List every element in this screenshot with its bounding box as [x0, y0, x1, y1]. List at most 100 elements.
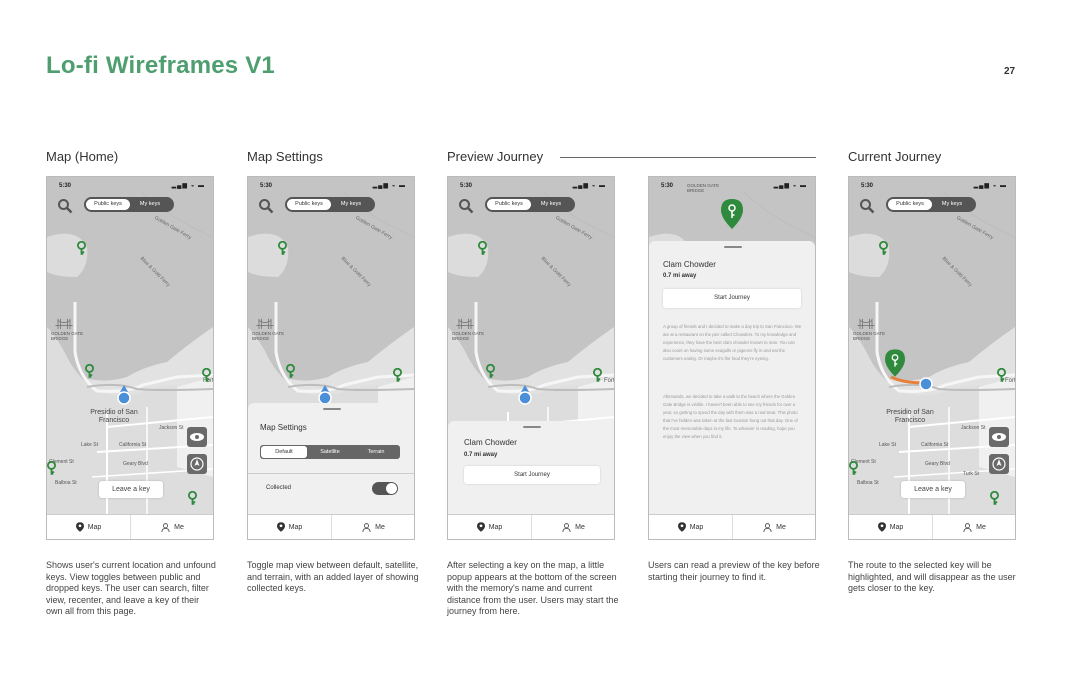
key-pin-icon[interactable]: [990, 491, 999, 506]
sheet-handle[interactable]: [724, 246, 742, 248]
toggle-public-keys[interactable]: Public keys: [487, 199, 531, 210]
compass-icon: [992, 457, 1006, 471]
map-type-terrain[interactable]: Terrain: [367, 449, 385, 455]
recenter-button[interactable]: [989, 454, 1009, 474]
nav-me[interactable]: Me: [130, 515, 213, 539]
selected-key-pin-icon[interactable]: [885, 349, 905, 377]
recenter-button[interactable]: [187, 454, 207, 474]
nav-me[interactable]: Me: [732, 515, 815, 539]
toggle-public-keys[interactable]: Public keys: [888, 199, 932, 210]
nav-me-label: Me: [976, 523, 986, 531]
toggle-public-keys[interactable]: Public keys: [287, 199, 331, 210]
nav-me[interactable]: Me: [531, 515, 614, 539]
phone-map-settings: GOLDEN GATE BRIDGE Golden Gate Ferry Blu…: [247, 176, 415, 540]
description-map-home: Shows user's current location and unfoun…: [46, 560, 216, 616]
current-location-icon: [117, 385, 131, 405]
status-bar: 5:30 ▂▄▆ ◒ ▬: [248, 177, 414, 195]
nav-me-label: Me: [174, 523, 184, 531]
map-label-jackson: Jackson St: [961, 425, 986, 431]
key-type-toggle[interactable]: Public keys My keys: [485, 197, 575, 212]
search-icon[interactable]: [458, 198, 474, 214]
person-icon: [362, 523, 371, 532]
search-icon[interactable]: [57, 198, 73, 214]
map-pin-icon: [477, 522, 485, 532]
key-type-toggle[interactable]: Public keys My keys: [886, 197, 976, 212]
status-icons: ▂▄▆ ◒ ▬: [973, 183, 1007, 189]
key-pin-icon[interactable]: [286, 364, 295, 379]
toggle-my-keys[interactable]: My keys: [139, 201, 161, 207]
map-label-turk: Turk St: [963, 471, 979, 477]
map-label-california: California St: [119, 442, 147, 448]
map-type-selector[interactable]: Default Satellite Terrain: [260, 445, 400, 459]
filter-view-button[interactable]: [989, 427, 1009, 447]
eye-icon: [190, 433, 204, 441]
page-number: 27: [1004, 66, 1016, 77]
person-icon: [562, 523, 571, 532]
nav-map[interactable]: Map: [649, 515, 732, 539]
toggle-my-keys[interactable]: My keys: [941, 201, 963, 207]
leave-key-button[interactable]: Leave a key: [901, 481, 965, 498]
nav-map[interactable]: Map: [47, 515, 130, 539]
key-pin-icon[interactable]: [478, 241, 487, 256]
key-pin-icon[interactable]: [188, 491, 197, 506]
key-type-toggle[interactable]: Public keys My keys: [285, 197, 375, 212]
toggle-my-keys[interactable]: My keys: [540, 201, 562, 207]
filter-view-button[interactable]: [187, 427, 207, 447]
preview-key-name: Clam Chowder: [663, 260, 716, 269]
phone-current-journey: GOLDEN GATE BRIDGE Presidio of San Franc…: [848, 176, 1016, 540]
toggle-my-keys[interactable]: My keys: [340, 201, 362, 207]
key-pin-icon[interactable]: [997, 368, 1006, 383]
map-label-lake: Lake St: [81, 442, 98, 448]
bridge-icon: [55, 317, 73, 329]
map-label-lake: Lake St: [879, 442, 896, 448]
map-type-satellite[interactable]: Satellite: [320, 449, 340, 455]
bottom-nav: Map Me: [248, 514, 414, 539]
key-type-toggle[interactable]: Public keys My keys: [84, 197, 174, 212]
current-location-icon: [318, 385, 332, 405]
sheet-handle[interactable]: [523, 426, 541, 428]
map-label-bridge: GOLDEN GATE BRIDGE: [452, 331, 485, 341]
search-icon[interactable]: [258, 198, 274, 214]
map-label-bridge: GOLDEN GATE BRIDGE: [252, 331, 285, 341]
collected-toggle[interactable]: [372, 482, 398, 495]
toggle-public-keys[interactable]: Public keys: [86, 199, 130, 210]
status-bar: 5:30 ▂▄▆ ◒ ▬: [649, 177, 815, 195]
key-pin-icon[interactable]: [278, 241, 287, 256]
leave-key-button[interactable]: Leave a key: [99, 481, 163, 498]
map-type-default[interactable]: Default: [261, 446, 307, 458]
start-journey-button[interactable]: Start Journey: [663, 289, 801, 308]
map-label-fort: Fort: [604, 378, 615, 384]
memory-paragraph-2: Afterwards, we decided to take a walk to…: [663, 394, 798, 439]
sheet-handle[interactable]: [323, 408, 341, 410]
map-settings-title: Map Settings: [260, 423, 307, 432]
key-pin-icon[interactable]: [202, 368, 211, 383]
start-journey-button[interactable]: Start Journey: [464, 466, 600, 484]
map-label-balboa: Balboa St: [55, 480, 77, 486]
key-pin-icon[interactable]: [593, 368, 602, 383]
key-pin-icon[interactable]: [393, 368, 402, 383]
map-label-bridge: GOLDEN GATE BRIDGE: [51, 331, 84, 341]
key-pin-icon[interactable]: [879, 241, 888, 256]
nav-me[interactable]: Me: [932, 515, 1015, 539]
selected-key-pin-icon[interactable]: [721, 199, 743, 229]
bridge-icon: [456, 317, 474, 329]
key-pin-icon[interactable]: [47, 461, 56, 476]
person-icon: [763, 523, 772, 532]
key-pin-icon[interactable]: [486, 364, 495, 379]
heading-divider-line: [560, 157, 816, 158]
bottom-nav: Map Me: [448, 514, 614, 539]
nav-map[interactable]: Map: [849, 515, 932, 539]
map-label-presidio: Presidio of San Francisco: [886, 409, 934, 424]
column-heading-current-journey: Current Journey: [848, 149, 942, 164]
key-pin-icon[interactable]: [849, 461, 858, 476]
nav-me-label: Me: [575, 523, 585, 531]
status-time: 5:30: [59, 183, 72, 189]
status-time: 5:30: [861, 183, 874, 189]
map-label-clement: Clement St: [851, 459, 876, 465]
nav-me[interactable]: Me: [331, 515, 414, 539]
key-pin-icon[interactable]: [85, 364, 94, 379]
key-pin-icon[interactable]: [77, 241, 86, 256]
search-icon[interactable]: [859, 198, 875, 214]
nav-map[interactable]: Map: [448, 515, 531, 539]
nav-map[interactable]: Map: [248, 515, 331, 539]
